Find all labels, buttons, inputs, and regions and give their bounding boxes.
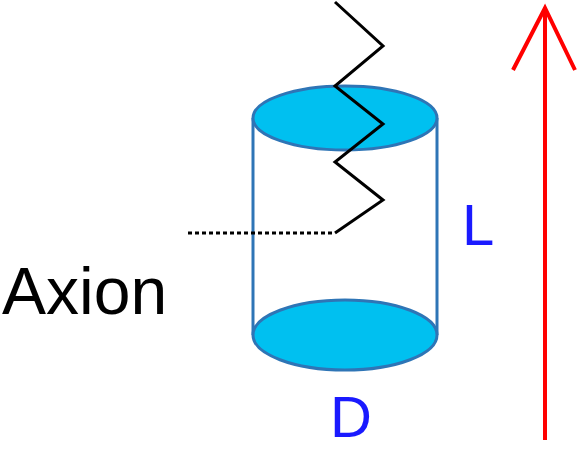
axion-line bbox=[188, 232, 335, 235]
arrow-head bbox=[513, 8, 575, 70]
cylinder-bottom bbox=[253, 300, 437, 370]
length-label: L bbox=[462, 196, 494, 254]
particle-label: Axion bbox=[2, 258, 167, 324]
cylinder-side bbox=[252, 118, 255, 335]
photon-zigzag bbox=[335, 2, 383, 233]
direction-arrow bbox=[543, 8, 547, 440]
diameter-label: D bbox=[330, 388, 372, 446]
cylinder-side bbox=[436, 118, 439, 335]
